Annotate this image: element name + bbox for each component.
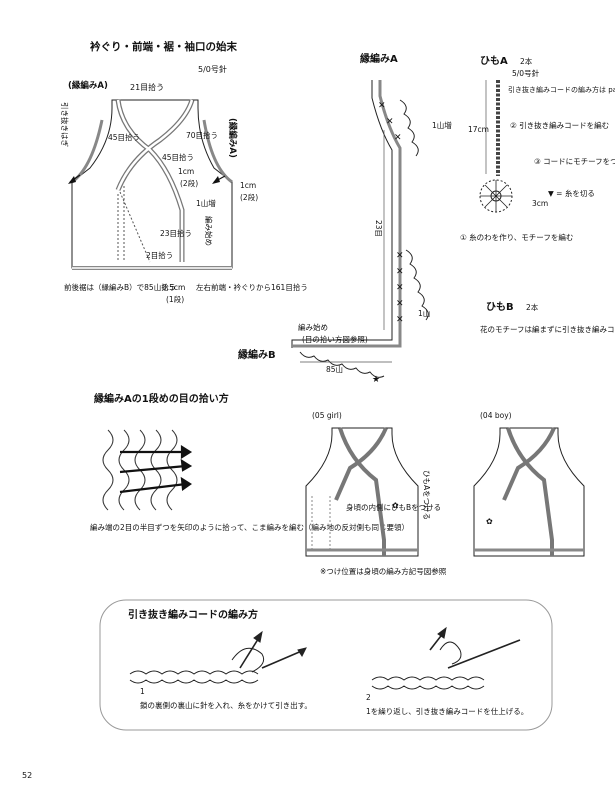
border-b-label: 縁編みB <box>238 348 276 361</box>
attach-a-label: ひもAをつける <box>422 470 431 520</box>
count-23: 23目 <box>374 220 383 237</box>
bow-icon: ✿ <box>392 501 399 510</box>
himo-a-ref: 引き抜き編みコードの編み方は page52 <box>508 85 615 94</box>
cord-step2-illustration <box>371 626 521 690</box>
himo-a-length: 17cm <box>468 125 489 134</box>
svg-text:✕: ✕ <box>396 251 404 261</box>
cut-mark-note: ▼ = 糸を切る <box>548 188 595 198</box>
pick-23: 23目拾う <box>160 228 192 238</box>
svg-text:✕: ✕ <box>396 267 404 277</box>
pick-45a: 45目拾う <box>108 132 140 142</box>
stitch-marks: ✕✕✕ ✕✕✕ ✕✕ <box>378 101 404 325</box>
pick-21-label: 21目拾う <box>130 82 164 92</box>
himo-a-needle: 5/0号針 <box>512 68 540 78</box>
himo-b: ひもB 2本 花のモチーフは編まずに引き抜き編みコードのみ17cm編む <box>480 301 615 334</box>
chart-note: (目の拾い方図参照) <box>302 334 368 344</box>
cm1-left: 1cm <box>178 167 194 176</box>
dan2-right: (2段) <box>240 192 258 202</box>
pickup-title: 縁編みAの1段めの目の拾い方 <box>94 392 229 405</box>
himo-a-step2: ② 引き抜き編みコードを編む <box>510 120 609 130</box>
hikinuki-label: 引き抜きはぎ <box>60 102 70 147</box>
start-label: 編み始め <box>204 216 214 246</box>
bow-icon-boy: ✿ <box>486 517 493 526</box>
cord-step2-no: 2 <box>366 693 371 702</box>
neck-title: 衿ぐり・前端・裾・袖口の始末 <box>90 40 237 53</box>
border-a-right-label: (縁編みA) <box>227 118 238 158</box>
yamazo-label: 1山増 <box>196 198 216 208</box>
himo-a: ひもA 2本 5/0号針 引き抜き編みコードの編み方は page52 17cm … <box>460 55 615 242</box>
himo-a-step1: ① 糸のわを作り、モチーフを編む <box>460 232 573 242</box>
flower-motif-icon <box>479 179 513 213</box>
himo-b-desc: 花のモチーフは編まずに引き抜き編みコードのみ17cm編む <box>480 324 615 334</box>
svg-text:✕: ✕ <box>396 315 404 325</box>
dan1-label: (1段) <box>166 294 184 304</box>
pick-70: 70目拾う <box>186 130 218 140</box>
himo-a-size: 3cm <box>532 199 548 208</box>
needle-size: 5/0号針 <box>198 64 227 74</box>
dan2-left: (2段) <box>180 178 198 188</box>
page-number: 52 <box>22 771 32 780</box>
neck-edging-diagram: 衿ぐり・前端・裾・袖口の始末 5/0号針 (縁編みA) 21目拾う (縁編みA)… <box>60 40 308 304</box>
vest-boy: (04 boy) ✿ <box>473 411 585 557</box>
cord-step1-text: 鎖の裏側の裏山に針を入れ、糸をかけて引き出す。 <box>140 700 312 710</box>
chart-start: 編み始め <box>298 322 328 332</box>
start-star-icon: ★ <box>372 375 380 385</box>
pickup-arrows-icon <box>119 445 193 494</box>
himo-a-qty: 2本 <box>520 56 533 66</box>
yamazo-2: 1山 <box>418 308 430 318</box>
cord-step1-illustration <box>129 630 307 684</box>
cm05-label: 0.5cm <box>162 283 185 292</box>
pickup-method: 縁編みAの1段めの目の拾い方 編み端の2目の半目ずつを矢印のように拾って、こま編… <box>90 392 409 532</box>
yamazo-1: 1山増 <box>432 120 452 130</box>
himo-a-step3: ③ コードにモチーフをつける <box>534 157 615 166</box>
knit-fabric-illustration <box>102 429 178 511</box>
cord-title: 引き抜き編みコードの編み方 <box>128 608 258 621</box>
svg-text:✕: ✕ <box>386 117 394 127</box>
cord-method-box: 引き抜き編みコードの編み方 1 鎖の裏側の裏山に針を入れ、糸をかけて引き出す。 … <box>99 599 553 731</box>
svg-text:✕: ✕ <box>378 101 386 111</box>
svg-text:✕: ✕ <box>396 299 404 309</box>
pick-45b: 45目拾う <box>162 152 194 162</box>
cord-step2-text: 1を繰り返し、引き抜き編みコードを仕上げる。 <box>366 706 528 716</box>
vests-note: ※つけ位置は身頃の編み方記号図参照 <box>320 566 447 576</box>
boy-label: (04 boy) <box>480 411 512 420</box>
svg-text:✕: ✕ <box>396 283 404 293</box>
back-hem-note: 前後裾は（縁編みB）で85山拾う <box>64 282 176 292</box>
himo-a-title: ひもA <box>480 55 508 67</box>
himo-b-qty: 2本 <box>526 302 539 312</box>
vest-girl: (05 girl) ✿ ひもAをつける 身頃の内側にひもBをつける ※つけ位置は… <box>305 411 447 576</box>
pick-2: 2目拾う <box>146 250 173 260</box>
pickup-desc: 編み端の2目の半目ずつを矢印のように拾って、こま編みを編む（編み地の反対側も同じ… <box>90 522 409 532</box>
count-85: 85山 <box>326 364 343 374</box>
border-a-label: 縁編みA <box>360 52 398 65</box>
front-pick-note: 左右前端・衿ぐりから161目拾う <box>196 282 308 292</box>
svg-text:✕: ✕ <box>394 133 402 143</box>
girl-label: (05 girl) <box>312 411 342 420</box>
cm1-right: 1cm <box>240 181 256 190</box>
attach-b-label: 身頃の内側にひもBをつける <box>346 502 441 512</box>
border-a-left-label: (縁編みA) <box>68 80 108 91</box>
border-chart: 縁編みA ✕✕✕ ✕✕✕ ✕✕ 1山増 1山 23目 編み始め (目の拾い方図参… <box>238 52 452 385</box>
himo-b-title: ひもB <box>486 301 514 313</box>
cord-step1-no: 1 <box>140 687 145 696</box>
